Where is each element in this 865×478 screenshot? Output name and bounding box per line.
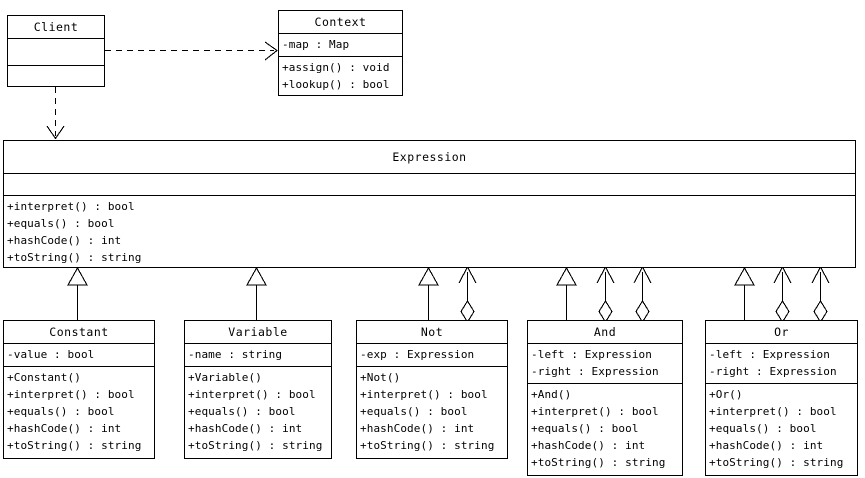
edge-variable-expression (246, 266, 267, 320)
class-box-not[interactable]: Not -exp : Expression +Not() +interpret(… (356, 320, 508, 459)
class-box-variable[interactable]: Variable -name : string +Variable() +int… (184, 320, 332, 459)
edge-and-expression (556, 266, 577, 320)
class-attributes-and: -left : Expression -right : Expression (528, 344, 682, 384)
method-row: +hashCode() : int (531, 439, 646, 452)
method-row: +toString() : string (360, 439, 495, 452)
method-row: +equals() : bool (7, 217, 115, 230)
class-name-or: Or (706, 321, 857, 344)
method-row: +equals() : bool (188, 405, 296, 418)
attribute-row: -value : bool (7, 348, 95, 361)
method-row: +assign() : void (282, 61, 390, 74)
edge-client-expression (46, 87, 65, 140)
method-row: +equals() : bool (709, 422, 817, 435)
method-row: +equals() : bool (360, 405, 468, 418)
method-row: +Not() (360, 371, 401, 384)
method-row: +And() (531, 388, 572, 401)
class-methods-constant: +Constant() +interpret() : bool +equals(… (4, 367, 154, 457)
method-row: +hashCode() : int (188, 422, 303, 435)
class-methods-or: +Or() +interpret() : bool +equals() : bo… (706, 384, 857, 474)
class-methods-context: +assign() : void +lookup() : bool (279, 57, 402, 96)
edge-or-left-aggregation (773, 265, 792, 324)
class-box-and[interactable]: And -left : Expression -right : Expressi… (527, 320, 683, 476)
method-row: +Variable() (188, 371, 262, 384)
edge-constant-expression (67, 266, 88, 320)
class-attributes-client (8, 39, 104, 66)
method-row: +hashCode() : int (7, 422, 122, 435)
class-methods-expression: +interpret() : bool +equals() : bool +ha… (4, 196, 855, 269)
edge-or-right-aggregation (811, 265, 830, 324)
class-methods-not: +Not() +interpret() : bool +equals() : b… (357, 367, 507, 457)
method-row: +interpret() : bool (188, 388, 316, 401)
method-row: +interpret() : bool (7, 200, 135, 213)
class-box-constant[interactable]: Constant -value : bool +Constant() +inte… (3, 320, 155, 459)
edge-not-exp-aggregation (458, 265, 477, 324)
class-name-client: Client (8, 16, 104, 39)
method-row: +hashCode() : int (360, 422, 475, 435)
class-attributes-expression (4, 174, 855, 196)
class-box-context[interactable]: Context -map : Map +assign() : void +loo… (278, 10, 403, 96)
class-name-context: Context (279, 11, 402, 34)
class-name-variable: Variable (185, 321, 331, 344)
class-methods-client (8, 66, 104, 93)
method-row: +interpret() : bool (7, 388, 135, 401)
method-row: +equals() : bool (7, 405, 115, 418)
class-attributes-variable: -name : string (185, 344, 331, 367)
method-row: +lookup() : bool (282, 78, 390, 91)
attribute-row: -exp : Expression (360, 348, 475, 361)
class-box-or[interactable]: Or -left : Expression -right : Expressio… (705, 320, 858, 476)
method-row: +toString() : string (7, 251, 142, 264)
class-attributes-constant: -value : bool (4, 344, 154, 367)
method-row: +interpret() : bool (531, 405, 659, 418)
attribute-row: -map : Map (282, 38, 350, 51)
edge-client-context (105, 41, 278, 61)
edge-not-expression (418, 266, 439, 320)
method-row: +equals() : bool (531, 422, 639, 435)
class-name-and: And (528, 321, 682, 344)
class-box-client[interactable]: Client (7, 15, 105, 87)
method-row: +Constant() (7, 371, 81, 384)
method-row: +toString() : string (531, 456, 666, 469)
method-row: +toString() : string (188, 439, 323, 452)
attribute-row: -name : string (188, 348, 283, 361)
edge-and-left-aggregation (596, 265, 615, 324)
method-row: +interpret() : bool (709, 405, 837, 418)
method-row: +toString() : string (709, 456, 844, 469)
class-attributes-not: -exp : Expression (357, 344, 507, 367)
method-row: +Or() (709, 388, 743, 401)
class-name-not: Not (357, 321, 507, 344)
method-row: +interpret() : bool (360, 388, 488, 401)
edge-and-right-aggregation (633, 265, 652, 324)
method-row: +hashCode() : int (709, 439, 824, 452)
class-methods-variable: +Variable() +interpret() : bool +equals(… (185, 367, 331, 457)
class-box-expression[interactable]: Expression +interpret() : bool +equals()… (3, 140, 856, 268)
attribute-row: -left : Expression (709, 348, 831, 361)
attribute-row: -right : Expression (531, 365, 659, 378)
edge-or-expression (734, 266, 755, 320)
class-attributes-or: -left : Expression -right : Expression (706, 344, 857, 384)
class-attributes-context: -map : Map (279, 34, 402, 57)
class-name-constant: Constant (4, 321, 154, 344)
class-name-expression: Expression (4, 141, 855, 174)
class-methods-and: +And() +interpret() : bool +equals() : b… (528, 384, 682, 474)
method-row: +toString() : string (7, 439, 142, 452)
attribute-row: -left : Expression (531, 348, 653, 361)
method-row: +hashCode() : int (7, 234, 122, 247)
attribute-row: -right : Expression (709, 365, 837, 378)
